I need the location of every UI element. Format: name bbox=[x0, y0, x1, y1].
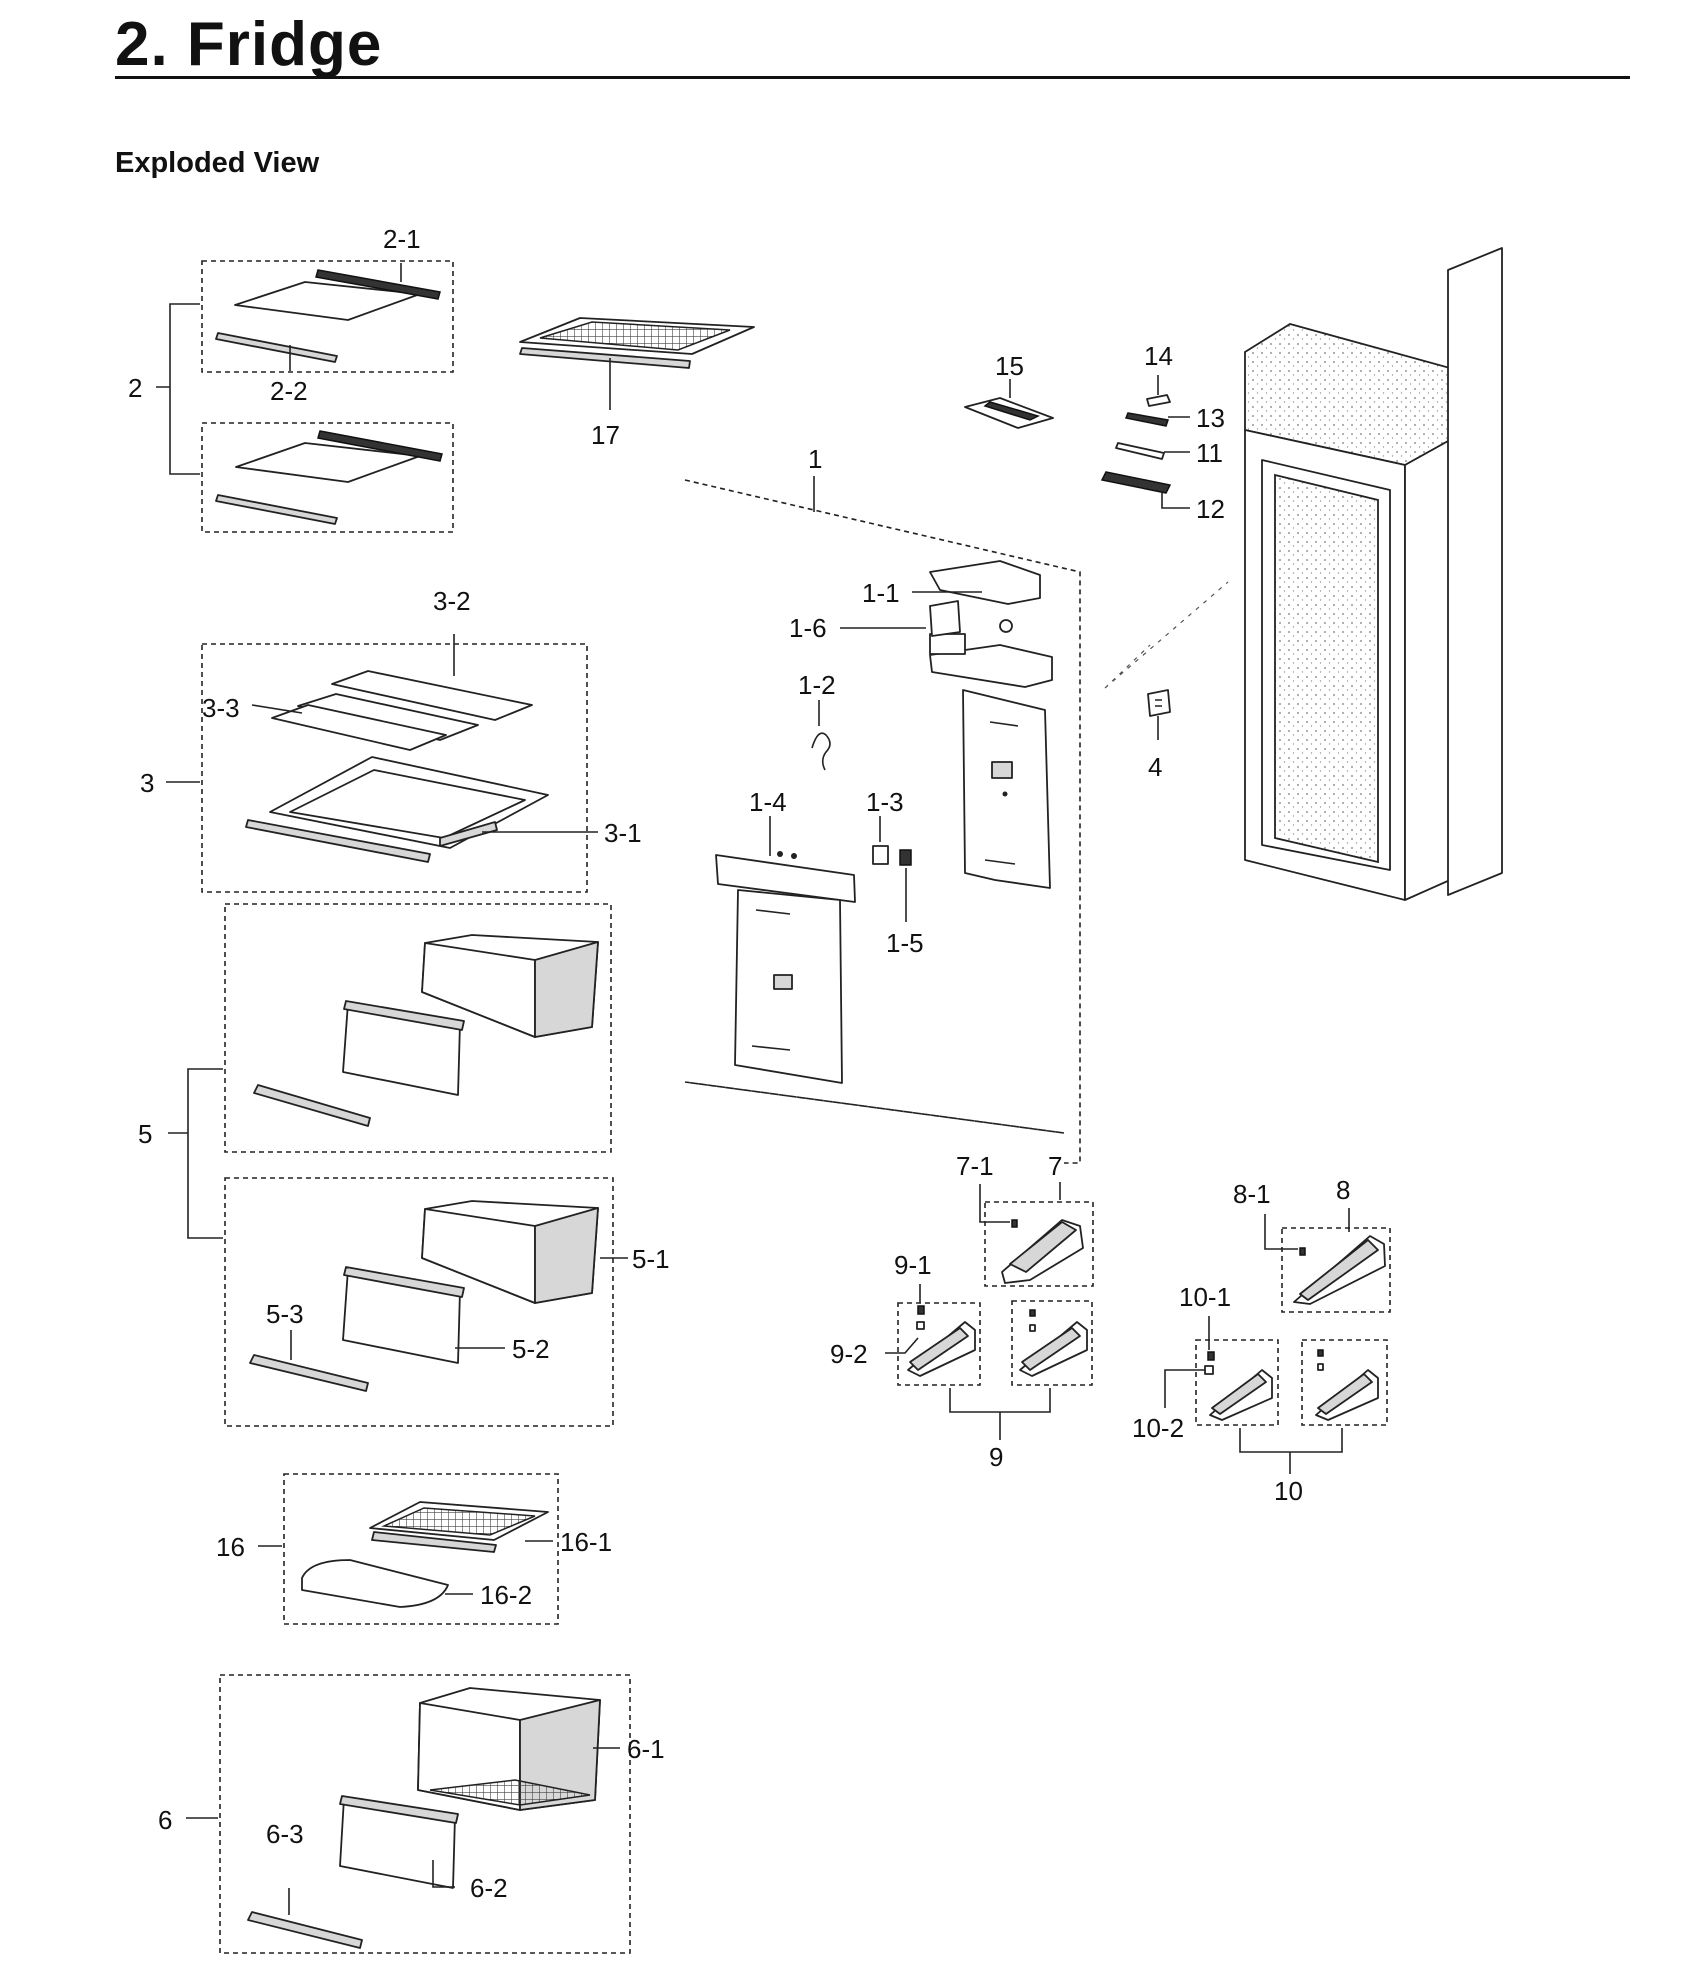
label-5-1: 5-1 bbox=[632, 1244, 670, 1274]
label-3: 3 bbox=[140, 768, 154, 798]
part-group-7 bbox=[979, 1182, 1094, 1287]
label-12: 12 bbox=[1196, 494, 1225, 524]
part-group-8 bbox=[1264, 1208, 1391, 1313]
part-group-9 bbox=[885, 1284, 1093, 1440]
label-9-1: 9-1 bbox=[894, 1250, 932, 1280]
part-group-1 bbox=[684, 476, 1081, 1164]
small-parts-top bbox=[964, 375, 1190, 740]
callout-labels: 2-1 2-2 2 17 15 14 13 11 12 1 1-1 1-6 1-… bbox=[128, 224, 1350, 1903]
label-6: 6 bbox=[158, 1805, 172, 1835]
label-14: 14 bbox=[1144, 341, 1173, 371]
label-7-1: 7-1 bbox=[956, 1151, 994, 1181]
label-1-2: 1-2 bbox=[798, 670, 836, 700]
label-3-2: 3-2 bbox=[433, 586, 471, 616]
part-group-6 bbox=[186, 1674, 631, 1954]
title-rule bbox=[115, 76, 1630, 79]
label-16-2: 16-2 bbox=[480, 1580, 532, 1610]
part-group-5 bbox=[168, 903, 628, 1427]
label-1-1: 1-1 bbox=[862, 578, 900, 608]
label-8: 8 bbox=[1336, 1175, 1350, 1205]
label-6-1: 6-1 bbox=[627, 1734, 665, 1764]
label-15: 15 bbox=[995, 351, 1024, 381]
label-2-1: 2-1 bbox=[383, 224, 421, 254]
label-5: 5 bbox=[138, 1119, 152, 1149]
label-2: 2 bbox=[128, 373, 142, 403]
label-13: 13 bbox=[1196, 403, 1225, 433]
label-8-1: 8-1 bbox=[1233, 1179, 1271, 1209]
label-3-1: 3-1 bbox=[604, 818, 642, 848]
label-10-2: 10-2 bbox=[1132, 1413, 1184, 1443]
label-9: 9 bbox=[989, 1442, 1003, 1472]
part-group-16 bbox=[258, 1473, 559, 1625]
label-2-2: 2-2 bbox=[270, 376, 308, 406]
label-16: 16 bbox=[216, 1532, 245, 1562]
label-6-3: 6-3 bbox=[266, 1819, 304, 1849]
label-6-2: 6-2 bbox=[470, 1873, 508, 1903]
section-subtitle: Exploded View bbox=[115, 147, 320, 179]
label-1-4: 1-4 bbox=[749, 787, 787, 817]
label-5-2: 5-2 bbox=[512, 1334, 550, 1364]
label-17: 17 bbox=[591, 420, 620, 450]
label-10-1: 10-1 bbox=[1179, 1282, 1231, 1312]
label-7: 7 bbox=[1048, 1151, 1062, 1181]
label-1-6: 1-6 bbox=[789, 613, 827, 643]
label-10: 10 bbox=[1274, 1476, 1303, 1506]
label-3-3: 3-3 bbox=[202, 693, 240, 723]
part-17 bbox=[519, 317, 755, 410]
shelf-group-2 bbox=[156, 260, 454, 533]
label-1-5: 1-5 bbox=[886, 928, 924, 958]
label-1: 1 bbox=[808, 444, 822, 474]
label-1-3: 1-3 bbox=[866, 787, 904, 817]
fridge-cabinet bbox=[1104, 247, 1503, 901]
part-group-3 bbox=[166, 634, 598, 893]
label-11: 11 bbox=[1196, 438, 1223, 468]
label-16-1: 16-1 bbox=[560, 1527, 612, 1557]
label-9-2: 9-2 bbox=[830, 1339, 868, 1369]
page-title: 2. Fridge bbox=[115, 10, 383, 79]
label-4: 4 bbox=[1148, 752, 1162, 782]
label-5-3: 5-3 bbox=[266, 1299, 304, 1329]
part-group-10 bbox=[1164, 1316, 1388, 1474]
